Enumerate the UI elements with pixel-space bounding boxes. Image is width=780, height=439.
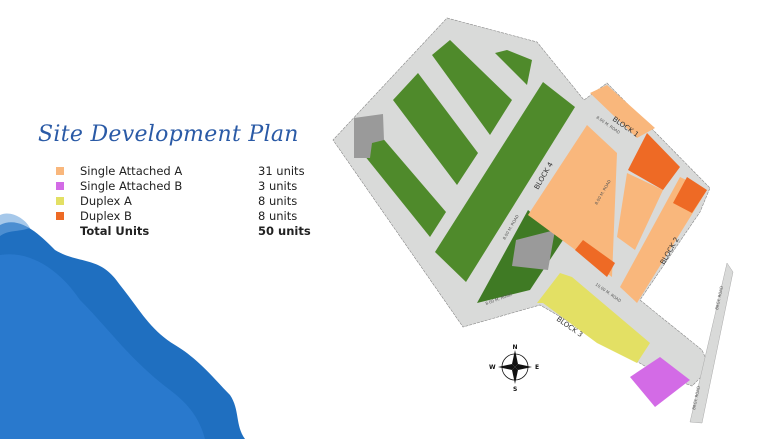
block-2-duplex-b (628, 133, 680, 190)
legend-item-single-attached-b: Single Attached B 3 units (56, 178, 311, 193)
svg-text:E: E (535, 364, 539, 371)
block-4-duplex-b (575, 240, 615, 277)
park-strip (356, 135, 446, 237)
legend-swatch (56, 181, 64, 190)
legend-swatch (56, 196, 64, 205)
block-2-lots (617, 173, 663, 250)
unit-legend: Single Attached A 31 units Single Attach… (56, 163, 311, 238)
svg-text:S: S (513, 386, 517, 393)
page-title: Site Development Plan (38, 122, 299, 147)
legend-swatch (56, 211, 64, 220)
legend-item-single-attached-a: Single Attached A 31 units (56, 163, 311, 178)
park-strip (435, 82, 575, 282)
legend-item-duplex-a: Duplex A 8 units (56, 193, 311, 208)
svg-text:W: W (489, 364, 496, 371)
legend-item-duplex-b: Duplex B 8 units (56, 208, 311, 223)
compass-rose-icon: N S E W (489, 344, 539, 393)
brgy-road (689, 262, 734, 424)
amenity-building (354, 114, 384, 158)
park-strip (432, 40, 512, 135)
block-2-duplex-b-east (673, 177, 707, 213)
park-strip (393, 73, 478, 185)
block-1-lots (590, 85, 655, 138)
road-label: BRGY. ROAD (714, 285, 724, 310)
block-4-lots (528, 125, 617, 277)
park-strip (495, 50, 532, 85)
block-3-duplex-a (537, 273, 650, 363)
clubhouse-building (512, 230, 555, 270)
single-attached-b-lots (630, 357, 690, 407)
legend-swatch (56, 166, 64, 175)
svg-text:N: N (513, 344, 518, 351)
road-label: BRGY. ROAD (691, 385, 701, 410)
legend-total: Total Units 50 units (80, 223, 311, 238)
